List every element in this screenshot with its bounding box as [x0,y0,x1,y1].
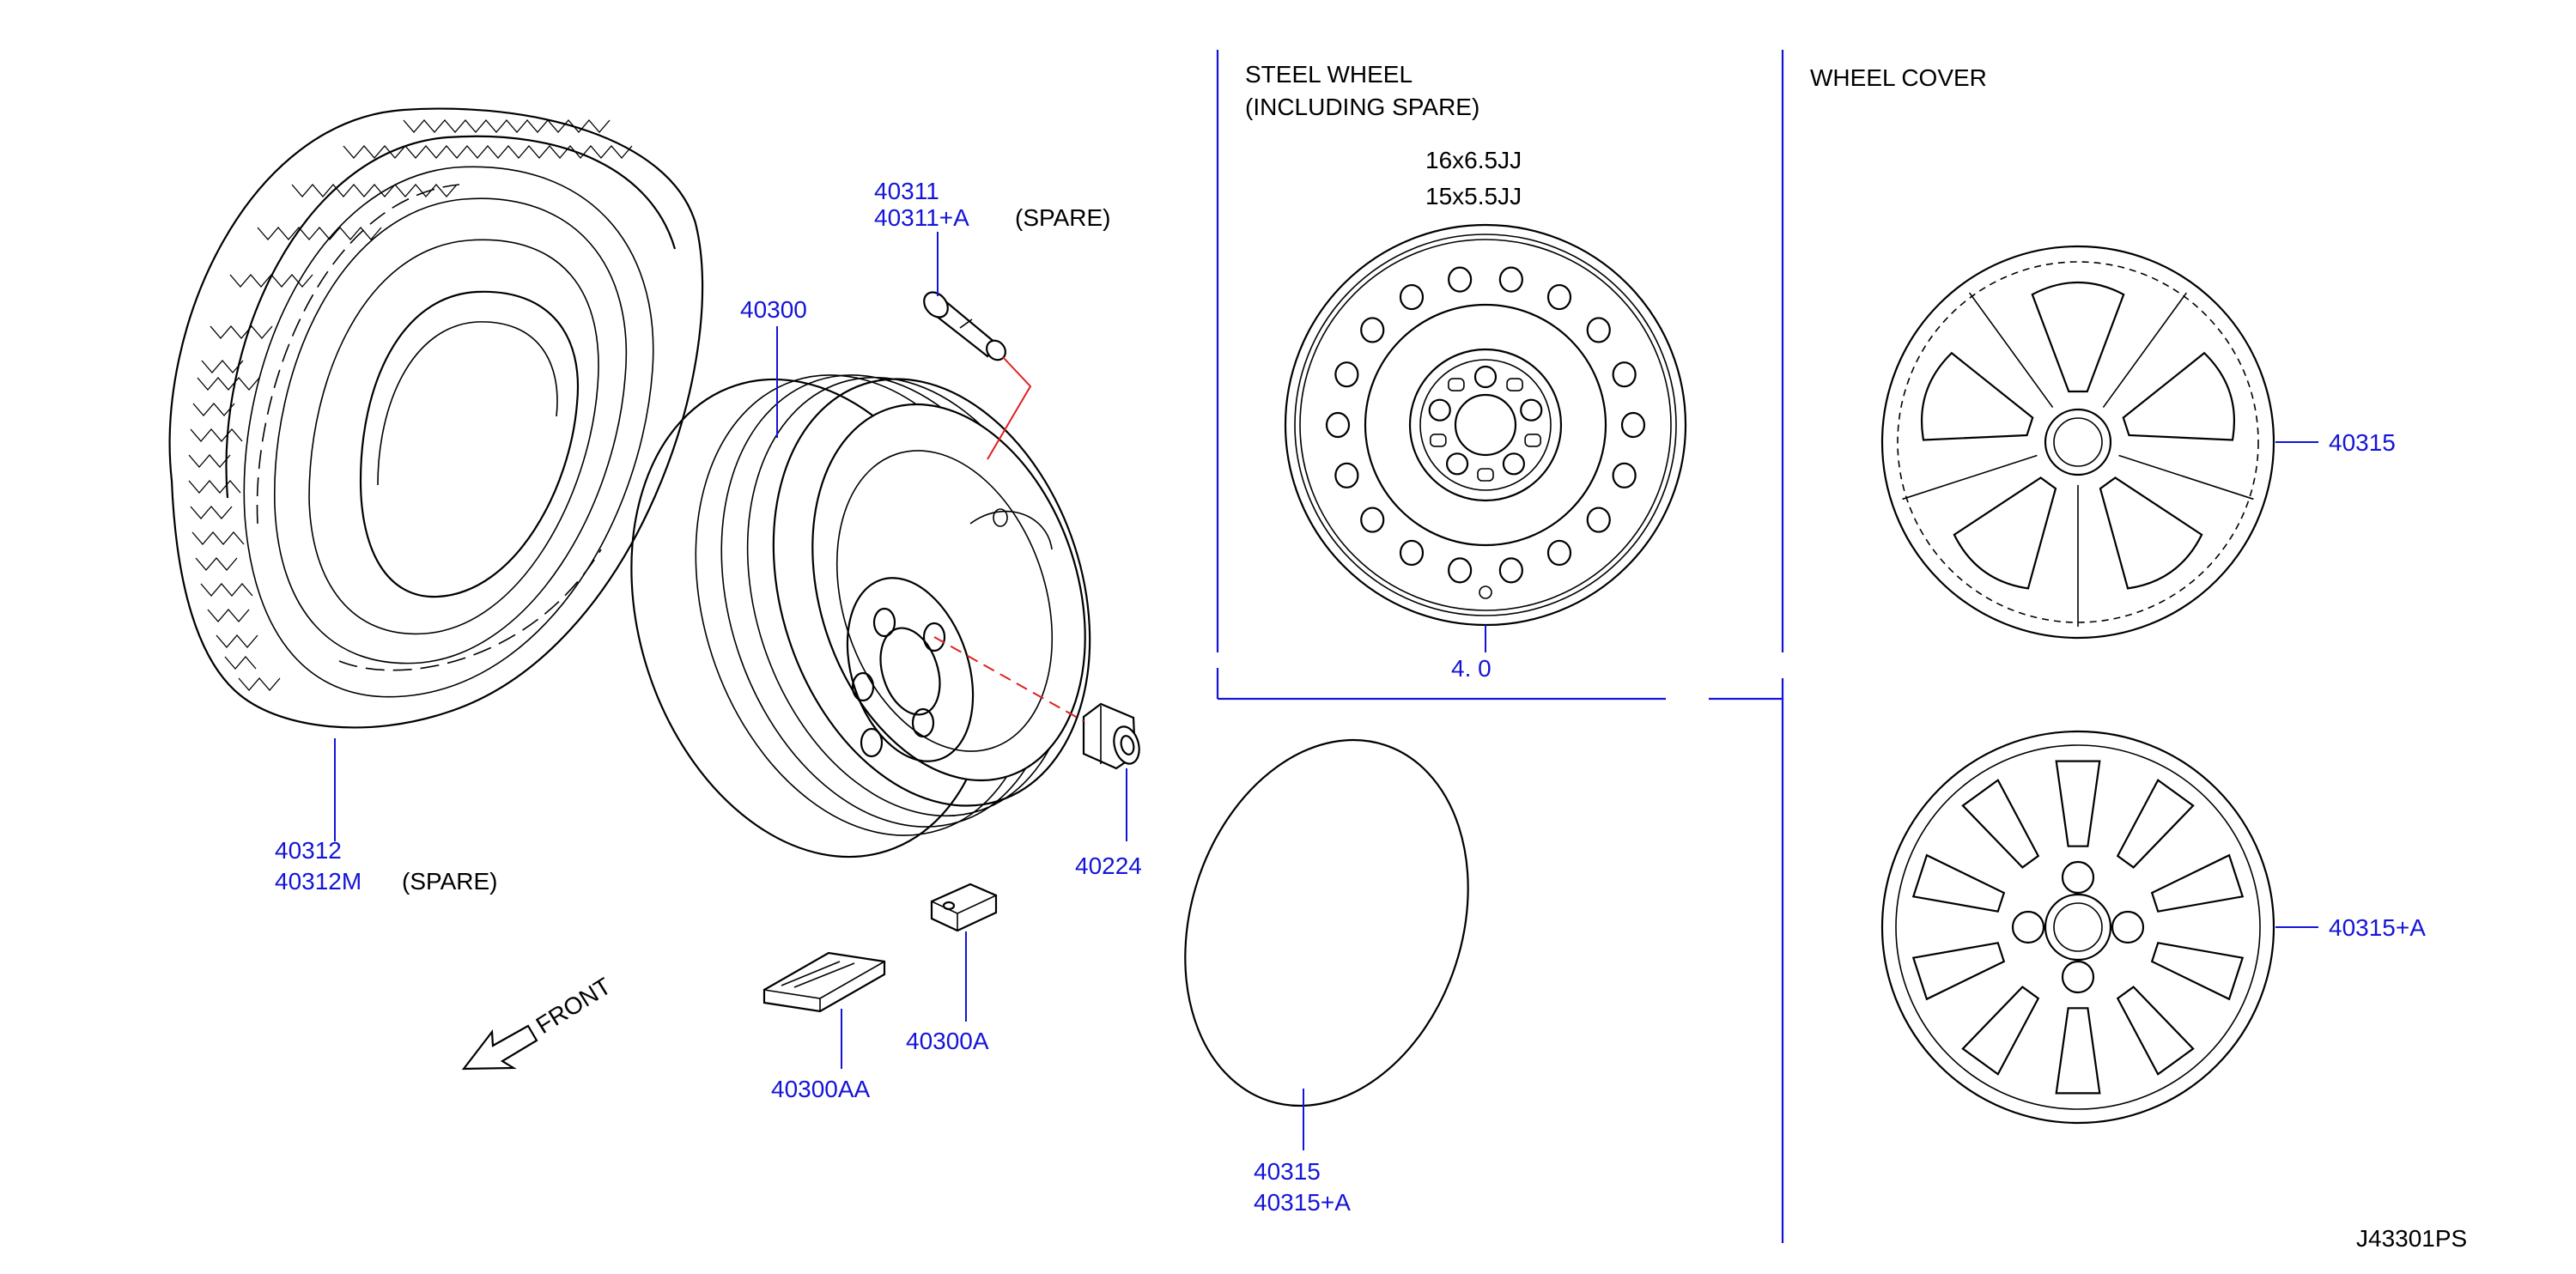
cover-hole [2061,960,2095,994]
wheel-cover-title: WHEEL COVER [1810,64,1987,91]
callout-tire-spare: (SPARE) [402,868,498,895]
vent-hole [1586,317,1611,343]
vent-hole [1612,361,1637,388]
front-arrow [461,1024,538,1071]
wheel-size-15: 15x5.5JJ [1425,183,1522,209]
cover-window [1961,779,2040,869]
callout-40300a: 40300A [906,1028,989,1054]
callout-valve-spare: (SPARE) [1015,204,1111,231]
vent-hole [1620,411,1646,439]
cover-window [1920,351,2034,441]
steel-wheel-drawing [630,374,1091,858]
leader-lines [334,232,2318,1150]
steel-wheel-title: STEEL WHEEL [1245,61,1413,88]
cover-rib [2118,454,2254,500]
cover-window [2031,282,2125,393]
vent-hole [1448,266,1473,293]
hub-slot [1524,434,1541,447]
valve-stem-drawing [923,291,1006,361]
hub-slot [1477,468,1494,482]
cover-window [2099,476,2203,590]
nut-axis-line [933,636,1084,722]
steel-wheel-subtitle: (INCLUDING SPARE) [1245,94,1479,120]
wheel-cover-b-drawing [1880,730,2275,1125]
cover-rib [1968,292,2054,409]
stud-hole [1473,365,1498,389]
cover-window [2116,779,2195,869]
callout-40300aa: 40300AA [771,1076,871,1102]
cover-window [2150,853,2245,913]
wheel-size-16: 16x6.5JJ [1425,147,1522,173]
vent-hole [1498,557,1523,584]
vent-hole [1334,462,1359,488]
vent-hole [1612,462,1637,488]
cover-rib [2102,292,2188,409]
stud-hole [1502,452,1526,476]
hub-slot [1448,378,1465,391]
callout-40300: 40300 [740,296,807,323]
callout-40315-a-ornament: 40315+A [1254,1189,1351,1216]
balance-weight-adhesive-drawing [762,951,886,1013]
cover-window [2055,1007,2101,1095]
stud-hole [1428,398,1451,422]
stud-hole [1520,398,1543,422]
vent-hole [1448,557,1473,584]
steel-wheel-front-view [1284,223,1687,627]
center-ornament-drawing [1184,738,1469,1107]
cover-window [1953,476,2057,590]
cover-hole [2111,910,2145,944]
cover-window [2116,986,2195,1076]
balance-weight-clip-drawing [930,883,998,932]
vent-hole [1546,539,1572,567]
cover-window [1911,942,2006,1001]
cover-window [2150,942,2245,1001]
hub-slot [1430,434,1447,447]
cover-window [1911,853,2006,913]
section-frame [1216,50,1784,1243]
tire-drawing [168,107,704,729]
callout-40312m: 40312M [275,868,361,895]
stud-hole [1445,452,1469,476]
callout-obscured: 4. 0 [1451,655,1492,682]
cover-hole [2011,910,2045,944]
vent-hole [1325,411,1351,439]
callout-40315-ornament: 40315 [1254,1158,1321,1185]
lug-nut-drawing [1082,702,1140,770]
cover-window [2122,351,2236,441]
cover-window [1961,986,2040,1076]
figure-id: J43301PS [2356,1225,2467,1252]
callout-40311-a: 40311+A [874,204,969,231]
callout-40315-cover: 40315 [2329,429,2396,456]
callout-40312: 40312 [275,837,342,864]
vent-hole [1334,361,1359,388]
vent-hole [1360,507,1385,533]
front-label: FRONT [532,973,616,1039]
cover-window [2055,760,2101,847]
cover-hole [2061,860,2095,895]
vent-hole [1399,283,1425,311]
vent-hole [1498,266,1523,293]
hub-slot [1506,378,1523,391]
valve-routing-line [987,356,1032,460]
wheel-cover-a-drawing [1880,245,2275,640]
vent-hole [1360,317,1385,343]
vent-hole [1399,539,1425,567]
cover-rib [1902,454,2038,500]
vent-hole [1546,283,1572,311]
callout-40224: 40224 [1075,852,1142,879]
callout-40311: 40311 [874,178,939,204]
callout-40315-a-cover: 40315+A [2329,914,2426,941]
vent-hole [1586,507,1611,533]
